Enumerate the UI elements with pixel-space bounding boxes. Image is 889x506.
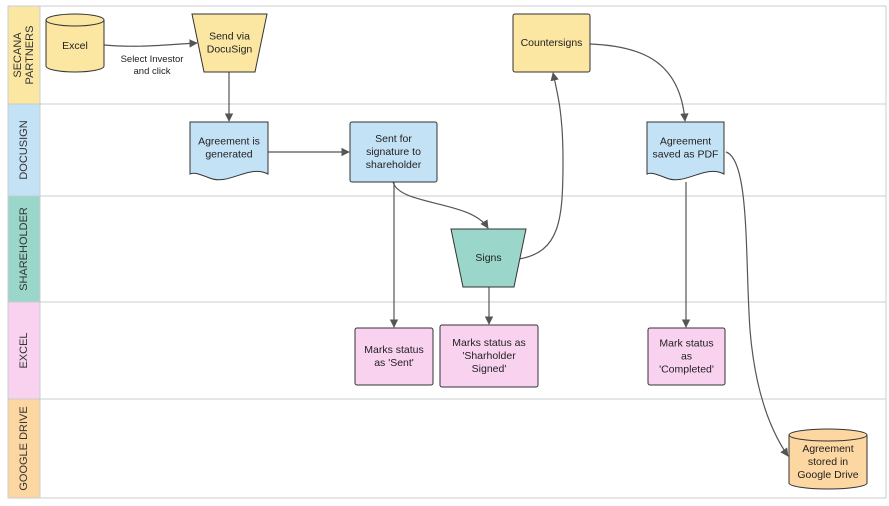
node-label: 'Sharholder xyxy=(462,350,516,362)
node-label: Google Drive xyxy=(797,469,858,481)
lane-title: PARTNERS xyxy=(24,26,36,85)
manual-operation-shape xyxy=(450,228,527,288)
connector-signs-to-countersigns xyxy=(518,72,564,260)
lane-excel: EXCEL xyxy=(7,301,887,400)
manual-operation-shape xyxy=(191,13,268,73)
process-box xyxy=(349,121,438,183)
node-label: as xyxy=(681,351,692,363)
cylinder-top xyxy=(788,428,868,442)
connector-agreement-pdf-to-drive-storage xyxy=(725,151,789,457)
lane-header xyxy=(7,398,41,499)
process-box xyxy=(354,327,434,386)
node-label: Marks status as xyxy=(452,337,526,349)
lane-body xyxy=(7,195,887,303)
document-shape xyxy=(646,121,725,181)
connector-label: Select Investor xyxy=(121,54,184,65)
lane-drive: GOOGLE DRIVE xyxy=(7,398,887,499)
node-label: Mark status xyxy=(659,338,713,350)
lane-header xyxy=(7,195,41,303)
lane-title: SHAREHOLDER xyxy=(18,207,30,291)
connector-sent-for-signature-to-signs xyxy=(392,181,489,229)
lane-header xyxy=(7,103,41,197)
lane-header xyxy=(7,5,41,105)
node-label: stored in xyxy=(808,456,848,468)
connector-label: and click xyxy=(134,66,171,77)
node-label: Agreement is xyxy=(198,136,260,148)
cylinder-body xyxy=(45,20,105,73)
lane-body xyxy=(7,398,887,499)
node-label: Excel xyxy=(62,40,88,52)
node-excel-db[interactable]: Excel xyxy=(45,13,105,73)
process-box xyxy=(439,324,539,388)
node-label: 'Completed' xyxy=(659,364,714,376)
lane-body xyxy=(7,103,887,197)
connector-line xyxy=(392,181,489,229)
node-countersigns[interactable]: Countersigns xyxy=(512,13,591,73)
lane-header xyxy=(7,301,41,400)
node-label: as 'Sent' xyxy=(374,357,414,369)
node-label: Agreement xyxy=(802,443,853,455)
node-label: Agreement xyxy=(660,136,711,148)
connector-countersigns-to-agreement-pdf xyxy=(589,43,689,122)
document-shape xyxy=(189,121,269,181)
lane-title: DOCUSIGN xyxy=(18,120,30,179)
connector-line xyxy=(103,39,198,48)
process-box xyxy=(647,327,726,386)
node-label: Marks status xyxy=(364,344,424,356)
node-label: shareholder xyxy=(366,159,422,171)
lane-title: SECANA xyxy=(12,32,24,78)
connector-line xyxy=(725,151,789,457)
lane-title: GOOGLE DRIVE xyxy=(18,406,30,490)
node-label: Sent for xyxy=(375,133,412,145)
lane-docusign: DOCUSIGN xyxy=(7,103,887,197)
node-label: Send via xyxy=(209,31,250,43)
node-label: generated xyxy=(205,149,252,161)
connector-line xyxy=(589,43,689,122)
lane-title: EXCEL xyxy=(18,332,30,368)
node-signs[interactable]: Signs xyxy=(450,228,527,288)
cylinder-body xyxy=(788,435,868,490)
node-label: Countersigns xyxy=(521,37,583,49)
lane-shareholder: SHAREHOLDER xyxy=(7,195,887,303)
node-label: signature to xyxy=(366,146,421,158)
cylinder-top xyxy=(45,13,105,27)
node-label: saved as PDF xyxy=(653,149,719,161)
node-label: Signs xyxy=(475,252,501,264)
connector-line xyxy=(518,72,564,260)
process-box xyxy=(512,13,591,73)
node-label: Signed' xyxy=(472,363,507,375)
lane-body xyxy=(7,5,887,105)
node-label: DocuSign xyxy=(207,44,253,56)
